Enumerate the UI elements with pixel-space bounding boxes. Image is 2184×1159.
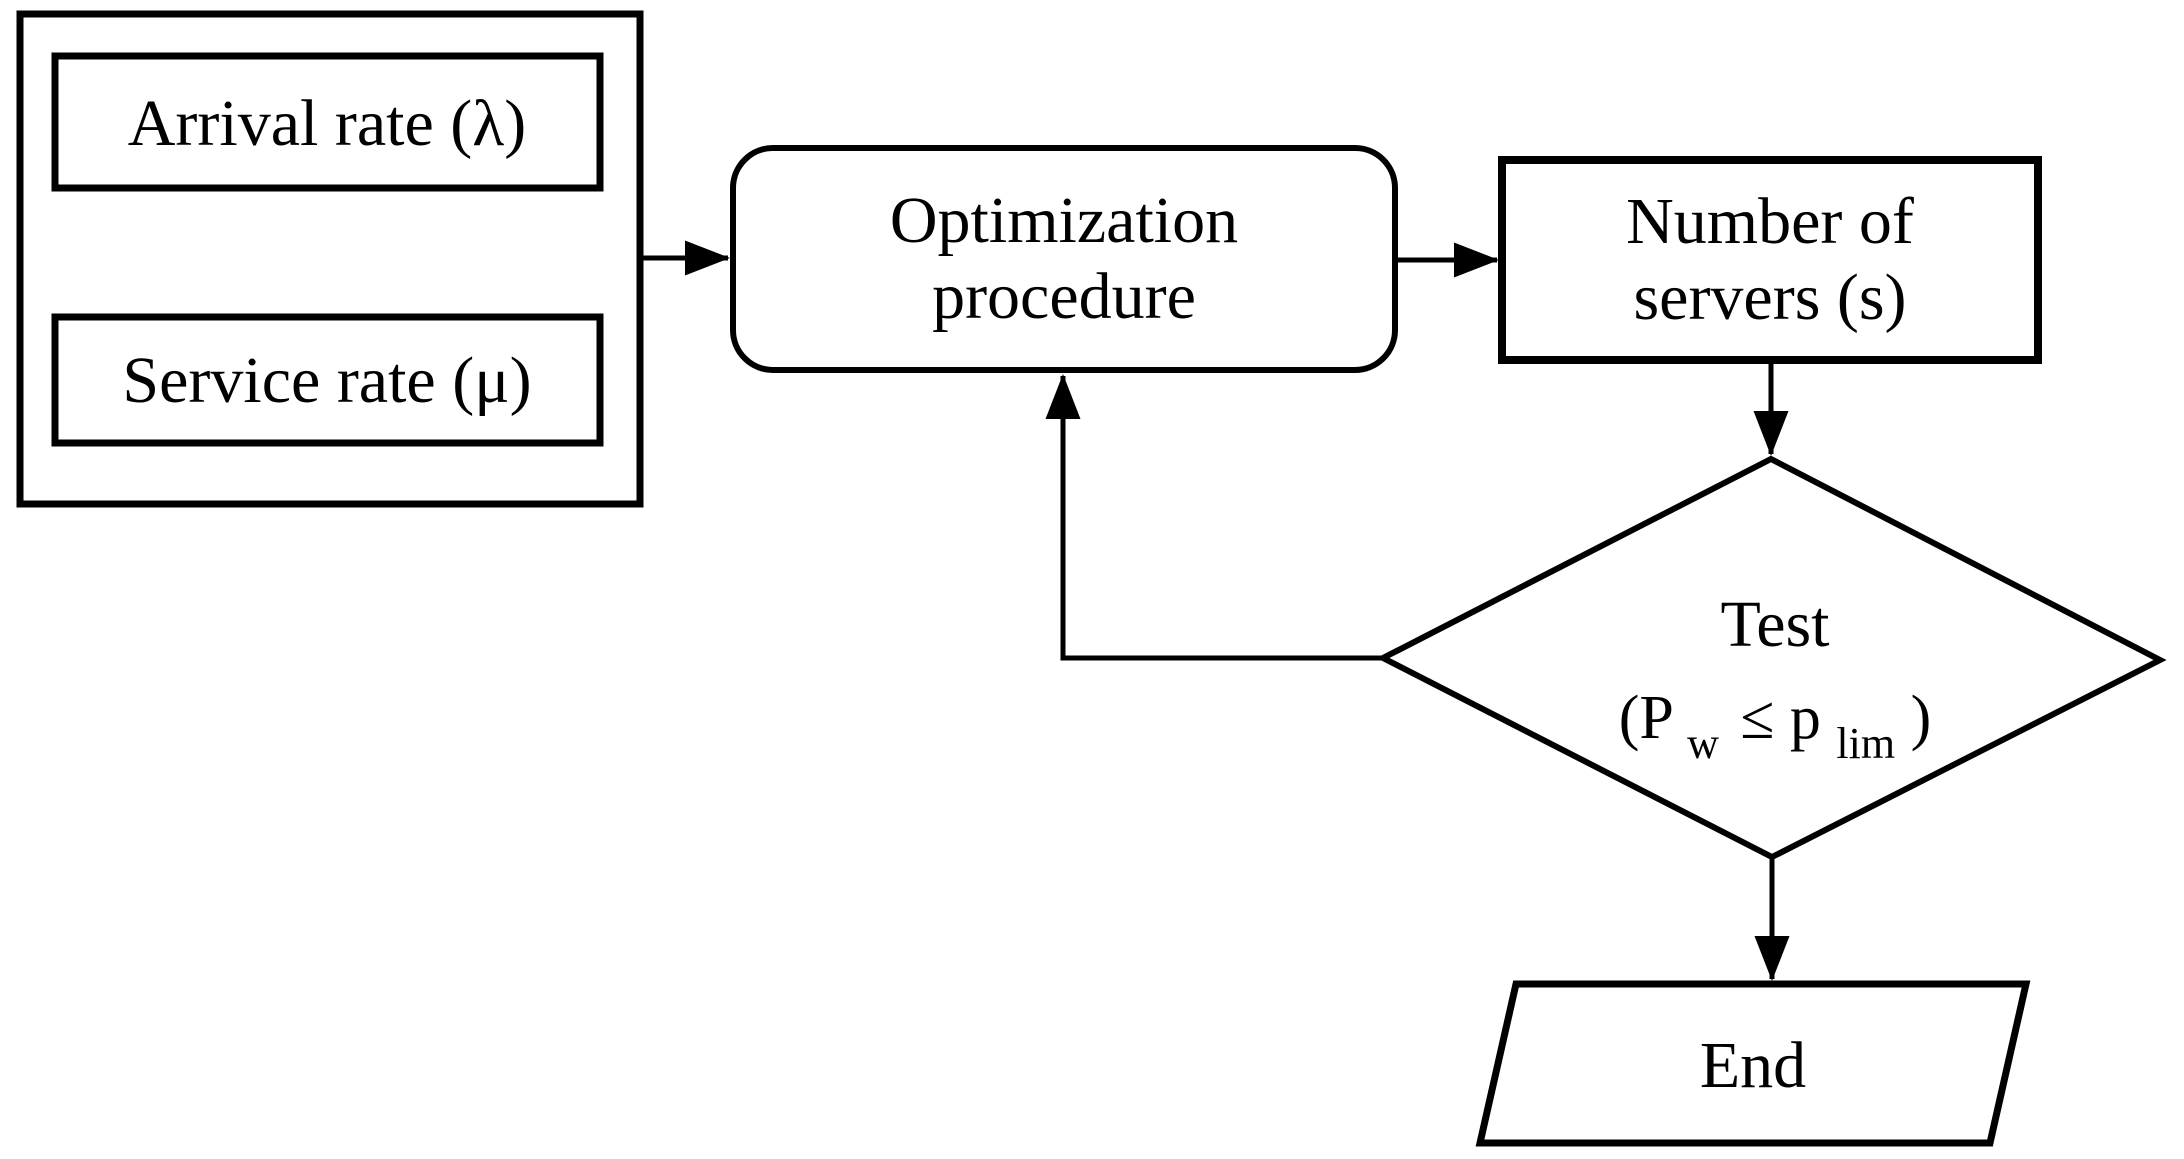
inputs-group-box (16, 10, 644, 508)
end-parallelogram (1475, 980, 2031, 1147)
formula-subscript-lim: lim (1836, 719, 1895, 768)
formula-open: (P (1619, 684, 1672, 752)
optimization-label-line1: Optimization (890, 184, 1238, 257)
arrow-test-feedback-to-optimization (1045, 374, 1383, 661)
servers-label-line2: servers (s) (1633, 261, 1906, 334)
diagram-shapes (16, 10, 2167, 1147)
arrival-rate-label: Arrival rate (λ) (128, 87, 526, 160)
optimization-procedure-box (730, 145, 1398, 373)
formula-close: ) (1911, 684, 1932, 752)
service-rate-box (51, 313, 604, 447)
end-label: End (1700, 1029, 1806, 1102)
servers-label-line1: Number of (1626, 185, 1914, 258)
test-title-label: Test (1720, 588, 1829, 661)
formula-operator: ≤ p (1740, 684, 1821, 752)
test-formula-label: (P w ≤ p lim ) (1619, 684, 1931, 772)
optimization-label-line2: procedure (932, 260, 1196, 333)
service-rate-label: Service rate (μ) (122, 344, 531, 417)
formula-subscript-w: w (1687, 719, 1719, 768)
arrival-rate-box (51, 52, 604, 192)
diagram-labels: Arrival rate (λ) Service rate (μ) Optimi… (122, 87, 1931, 1102)
